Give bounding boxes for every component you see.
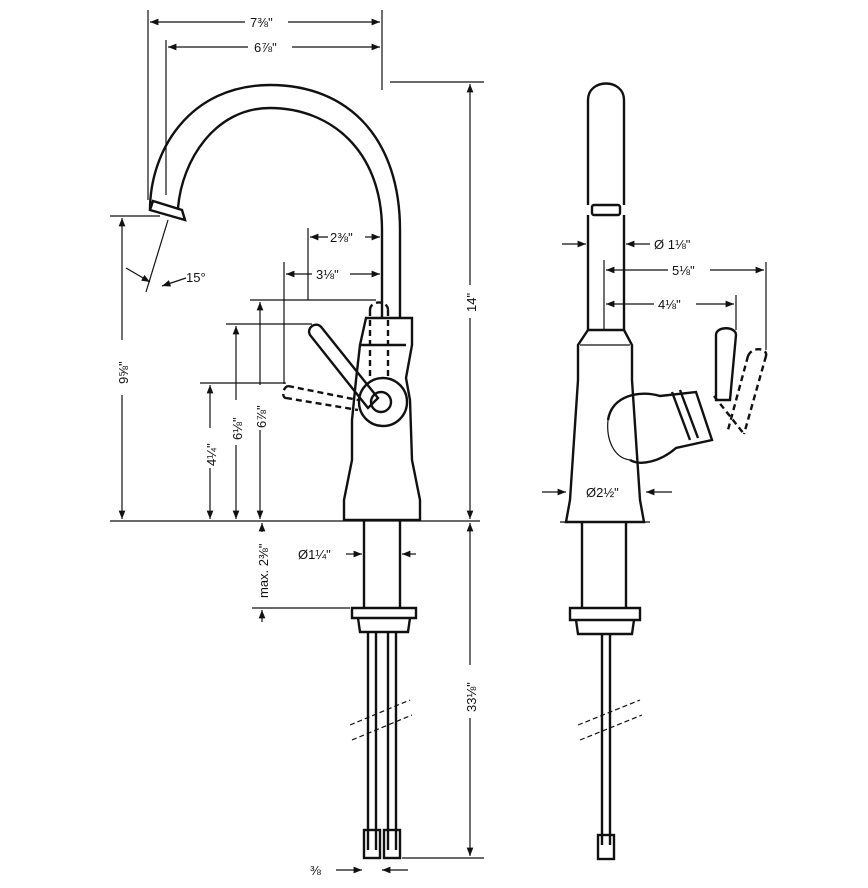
front-faucet-body (342, 316, 422, 522)
side-handle-boss (606, 390, 714, 464)
front-lever-dashed-vertical (368, 301, 390, 380)
dim-overall-height: 14" (464, 293, 479, 312)
side-lever-dashed (713, 348, 768, 435)
dim-max-deck-thickness: max. 2⅜" (256, 543, 271, 598)
dim-handle-offset-a: 2⅜" (330, 230, 353, 245)
side-spout-neck (586, 215, 626, 330)
side-handle-lever (714, 327, 738, 402)
front-handle-lever (307, 323, 380, 410)
side-handle-band (670, 389, 700, 441)
dim-side-handle-reach-b: 4⅛" (658, 297, 681, 312)
side-shank (580, 522, 628, 608)
front-supply-hose-right (386, 632, 398, 850)
front-spout-tip (148, 199, 187, 222)
side-hose-break (577, 699, 643, 741)
dim-handle-height-c: 4¼" (204, 443, 219, 466)
dim-spout-angle: 15° (186, 270, 206, 285)
side-mount-nut (568, 606, 642, 636)
front-hose-fitting-right (382, 828, 402, 860)
front-supply-hose-left (366, 632, 378, 850)
dim-shank-diameter: Ø1¼" (298, 547, 331, 562)
front-mount-nut (350, 606, 418, 634)
side-view: Ø 1⅛" 5⅛" 4⅛" Ø2½" (542, 82, 768, 861)
front-view: 7⅜" 6⅞" 2⅜" 3⅛" 15° 9⅝" 14" (110, 10, 484, 878)
front-hose-break (349, 699, 413, 741)
front-spout-outer (148, 83, 402, 318)
front-shank (362, 521, 402, 608)
dim-side-spout-diameter: Ø 1⅛" (654, 237, 691, 252)
dim-side-handle-reach-a: 5⅛" (672, 263, 695, 278)
side-handle-boss-curve (607, 419, 631, 461)
dim-spout-height: 9⅝" (116, 361, 131, 384)
dim-handle-height-a: 6⅞" (254, 405, 269, 428)
front-handle-hub (369, 390, 393, 414)
side-supply-hose (600, 634, 612, 845)
dim-handle-offset-b: 3⅛" (316, 267, 339, 282)
dim-supply-connection: ⅜ (310, 863, 321, 878)
side-spout (586, 82, 626, 205)
front-handle-knob (357, 376, 409, 428)
dim-spout-reach: 6⅞" (254, 40, 277, 55)
dim-side-base-diameter: Ø2½" (586, 485, 619, 500)
front-lever-dashed-horizontal (282, 384, 359, 412)
front-hose-fitting-left (362, 828, 382, 860)
side-hose-fitting (596, 833, 616, 861)
dim-handle-height-b: 6⅛" (230, 417, 245, 440)
dim-supply-length: 33⅛" (464, 682, 479, 712)
front-spout-inner (176, 106, 384, 318)
dim-overall-reach: 7⅜" (250, 15, 273, 30)
side-aerator (590, 203, 622, 217)
